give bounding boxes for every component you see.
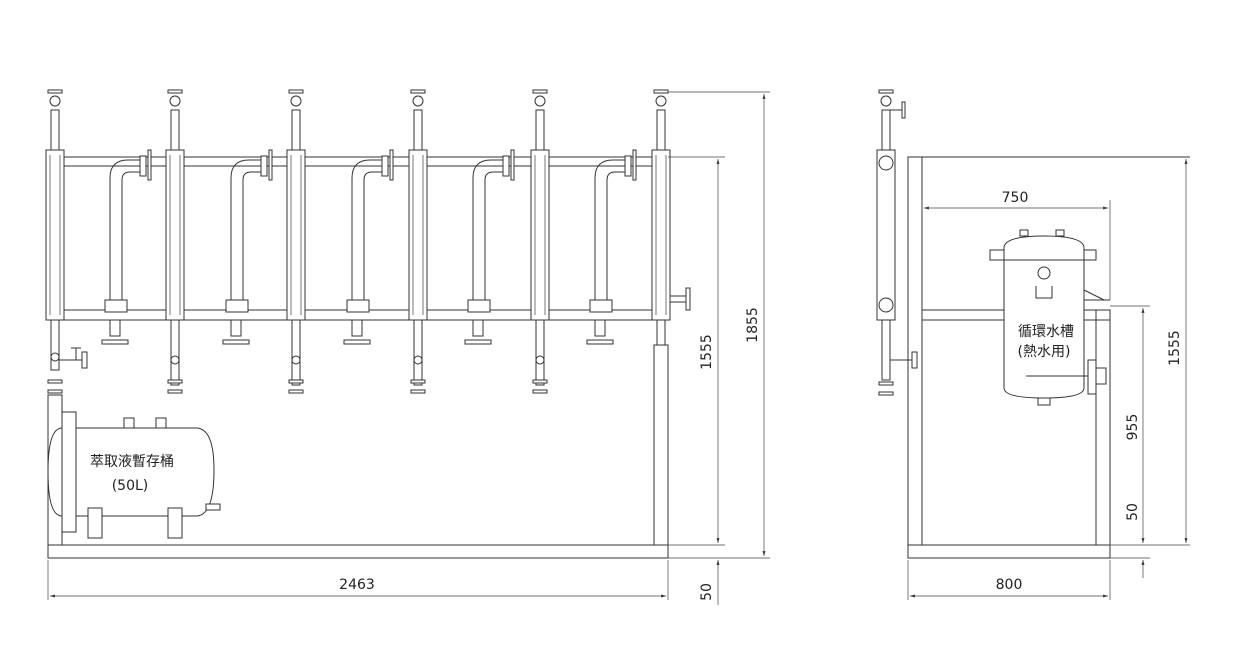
front-view: 萃取液暫存桶 (50L) 2463 50 1555 1855 <box>45 89 770 605</box>
dim-front-frame-height: 1555 <box>699 334 715 370</box>
u-bend <box>464 149 515 345</box>
front-dimensions: 2463 50 1555 1855 <box>47 91 770 605</box>
dim-front-bottom-offset: 50 <box>699 583 715 601</box>
u-bend <box>101 149 152 345</box>
dim-side-tank-bottom-height: 955 <box>1125 414 1141 441</box>
dim-side-frame-height: 1555 <box>1167 330 1183 366</box>
u-bend <box>343 149 394 345</box>
exchanger-column <box>286 89 306 394</box>
storage-tank: 萃取液暫存桶 (50L) <box>47 411 221 539</box>
exchanger-column <box>165 89 185 394</box>
side-exchanger <box>876 89 918 396</box>
circulation-tank: 循環水槽 (熱水用) <box>989 229 1110 406</box>
dim-side-tank-width: 750 <box>1002 190 1029 206</box>
circulation-tank-label: 循環水槽 <box>1018 324 1074 340</box>
exchanger-column <box>408 89 428 394</box>
dim-front-total-height: 1855 <box>745 307 761 343</box>
dim-side-frame-width: 800 <box>996 577 1023 593</box>
exchanger-column <box>530 89 550 394</box>
exchanger-column <box>45 89 65 394</box>
heat-exchanger-columns <box>45 89 691 394</box>
storage-tank-label: 萃取液暫存桶 <box>90 454 174 470</box>
side-dimensions: 750 800 955 50 1555 <box>907 159 1190 600</box>
dim-side-bottom-offset: 50 <box>1125 503 1141 521</box>
u-bend <box>222 149 273 345</box>
u-bend-pipes <box>101 149 637 345</box>
exchanger-column <box>651 89 691 346</box>
dim-front-width: 2463 <box>339 577 375 593</box>
circulation-tank-use: (熱水用) <box>1018 344 1071 360</box>
side-view: 循環水槽 (熱水用) 750 800 955 50 1555 <box>876 89 1190 600</box>
u-bend <box>586 149 637 345</box>
valve-symbol <box>59 347 88 369</box>
storage-tank-capacity: (50L) <box>112 478 149 494</box>
